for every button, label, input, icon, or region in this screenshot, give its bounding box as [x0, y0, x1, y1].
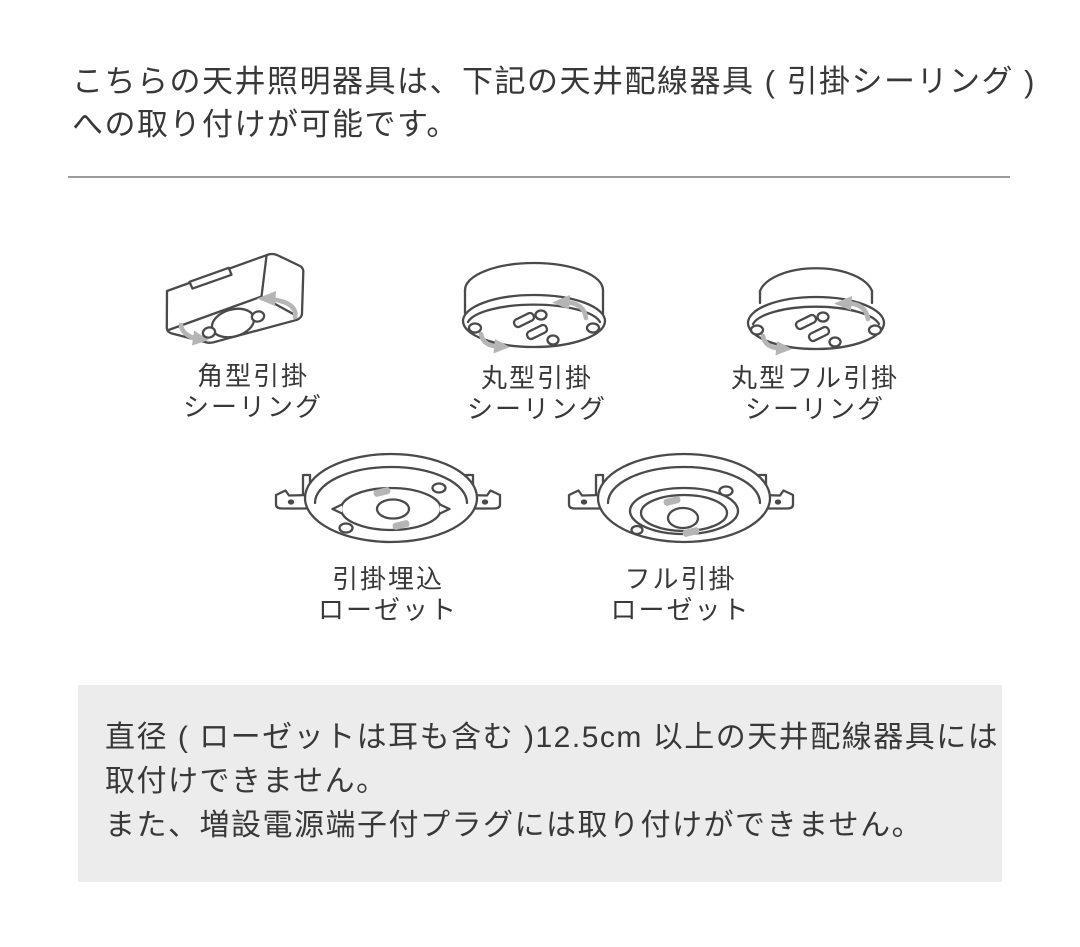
divider-line [68, 176, 1010, 178]
fixture-hikkake-embedded-rosette: 引掛埋込 ローゼット [263, 436, 513, 626]
round-full-hikkake-ceiling-icon [746, 267, 886, 356]
intro-text: こちらの天井照明器具は、下記の天井配線器具 ( 引掛シーリング ) への取り付け… [72, 60, 1036, 146]
fixture-square-hikkake-ceiling: 角型引掛 シーリング [128, 238, 378, 423]
fixture-full-hikkake-rosette: フル引掛 ローゼット [553, 436, 808, 626]
caution-text: 直径 ( ローゼットは耳も含む )12.5cm 以上の天井配線器具には 取付けで… [78, 685, 1002, 848]
fixture-round-hikkake-ceiling: 丸型引掛 シーリング [413, 240, 661, 425]
fixture-label-round-hikkake: 丸型引掛 シーリング [466, 363, 607, 424]
fixture-round-full-hikkake-ceiling: 丸型フル引掛 シーリング [690, 240, 940, 425]
full-hikkake-rosette-icon [567, 452, 794, 544]
round-hikkake-ceiling-icon [461, 261, 607, 354]
intro-line-2: への取り付けが可能です。 [72, 107, 459, 142]
fixture-label-square-hikkake: 角型引掛 シーリング [182, 361, 323, 422]
intro-line-1: こちらの天井照明器具は、下記の天井配線器具 ( 引掛シーリング ) [72, 64, 1036, 99]
fixture-label-embedded-rosette: 引掛埋込 ローゼット [317, 564, 458, 625]
caution-line-3: また、増設電源端子付プラグには取り付けができません。 [105, 809, 924, 842]
fixture-label-full-rosette: フル引掛 ローゼット [610, 564, 751, 625]
caution-line-2: 取付けできません。 [105, 765, 388, 798]
square-hikkake-ceiling-icon [165, 252, 305, 346]
caution-line-1: 直径 ( ローゼットは耳も含む )12.5cm 以上の天井配線器具には [105, 721, 1000, 754]
fixture-label-round-full-hikkake: 丸型フル引掛 シーリング [730, 363, 899, 424]
hikkake-embedded-rosette-icon [274, 452, 502, 544]
caution-box: 直径 ( ローゼットは耳も含む )12.5cm 以上の天井配線器具には 取付けで… [78, 685, 1002, 882]
